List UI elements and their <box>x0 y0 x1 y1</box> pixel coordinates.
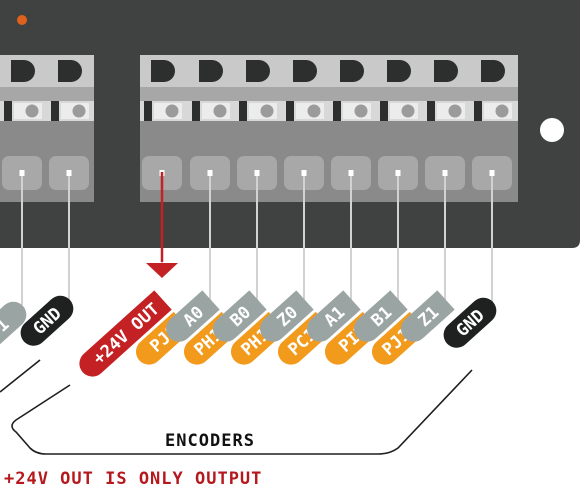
clamp-screw-icon <box>260 104 274 118</box>
right-pin-label-7: GND <box>443 297 497 348</box>
output-arrow <box>146 172 178 278</box>
mounting-hole <box>540 118 564 142</box>
output-note: +24V OUT IS ONLY OUTPUT <box>4 469 262 489</box>
clamp-screw-icon <box>25 104 39 118</box>
left-pin-label-0: 1 <box>0 301 27 348</box>
wire-tip <box>66 170 72 176</box>
pin-signal-pill <box>79 290 172 377</box>
clamp-screw-icon <box>401 104 415 118</box>
right-terminal-block <box>140 55 518 202</box>
right-terminal-block-mid <box>140 87 518 101</box>
left-group-bracket <box>0 359 41 393</box>
clamp-slot <box>4 101 12 121</box>
wire-tip <box>301 170 307 176</box>
wire-tip <box>19 170 25 176</box>
screw-cavity-6 <box>434 60 458 82</box>
wire-tip <box>254 170 260 176</box>
left-terminal-block <box>0 55 94 202</box>
clamp-slot <box>333 101 341 121</box>
screw-cavity-7 <box>481 60 505 82</box>
clamp-screw-icon <box>354 104 368 118</box>
clamp-slot <box>380 101 388 121</box>
clamp-slot <box>192 101 200 121</box>
clamp-screw-icon <box>72 104 86 118</box>
encoders-bracket <box>11 369 473 455</box>
pin-signal-pill <box>260 290 314 342</box>
right-terminal-block-top <box>140 55 518 87</box>
clamp-slot <box>286 101 294 121</box>
screw-cavity-3 <box>293 60 317 82</box>
screw-cavity-4 <box>340 60 364 82</box>
pin-signal-pill <box>354 290 408 342</box>
clamp-screw-icon <box>448 104 462 118</box>
clamp-slot <box>427 101 435 121</box>
clamp-slot <box>144 101 152 121</box>
left-terminal-block-mid <box>0 87 94 101</box>
wire-tip <box>489 170 495 176</box>
right-terminal-block-screw-row <box>140 101 518 121</box>
clamp-screw-icon <box>165 104 179 118</box>
wire-tip <box>442 170 448 176</box>
pin-signal-pill <box>213 290 267 342</box>
screw-cavity-0 <box>151 60 175 82</box>
pin-signal-pill <box>401 290 455 342</box>
screw-cavity-1 <box>199 60 223 82</box>
screw-cavity-0 <box>11 60 35 82</box>
status-led <box>17 15 27 25</box>
clamp-screw-icon <box>307 104 321 118</box>
wire-tip <box>348 170 354 176</box>
clamp-slot <box>239 101 247 121</box>
pin-signal-pill <box>307 290 361 342</box>
clamp-screw-icon <box>495 104 509 118</box>
pin-signal-pill <box>20 295 74 346</box>
clamp-slot <box>51 101 59 121</box>
arrow-head-icon <box>146 263 178 278</box>
screw-cavity-2 <box>246 60 270 82</box>
pin-signal-pill <box>0 301 27 348</box>
wire-tip <box>207 170 213 176</box>
screw-cavity-1 <box>58 60 82 82</box>
encoders-label: ENCODERS <box>165 431 255 451</box>
screw-cavity-5 <box>387 60 411 82</box>
clamp-screw-icon <box>213 104 227 118</box>
clamp-slot <box>474 101 482 121</box>
wire-tip <box>395 170 401 176</box>
pin-signal-pill <box>166 290 220 342</box>
pin-signal-pill <box>443 297 497 348</box>
